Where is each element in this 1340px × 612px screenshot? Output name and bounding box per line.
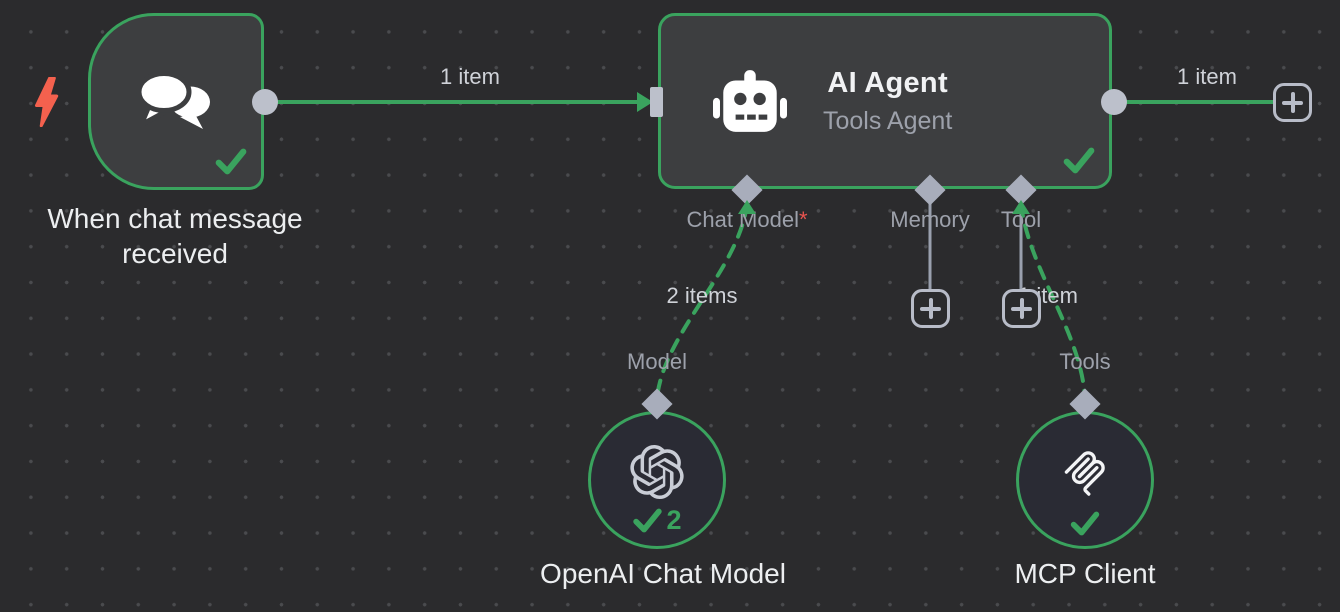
node-ai-agent[interactable]: AI Agent Tools Agent [658, 13, 1112, 189]
mcp-icon [1064, 451, 1105, 496]
lightning-icon [34, 77, 59, 127]
node-mcp-client[interactable] [1016, 411, 1154, 549]
port-label-chat-model-text: Chat Model [686, 207, 799, 232]
node-label-chat-trigger: When chat message received [47, 203, 303, 269]
port-label-memory: Memory [890, 207, 970, 232]
agent-text: AI Agent Tools Agent [823, 67, 952, 136]
plus-icon [1011, 298, 1032, 319]
run-count-badge: 2 [666, 505, 682, 535]
mcp-status [1070, 511, 1100, 536]
check-icon [1063, 147, 1095, 174]
node-openai-chat-model[interactable]: 2 [588, 411, 726, 549]
openai-status: 2 [632, 505, 682, 536]
connection-label-trigger-agent: 1 item [440, 64, 500, 89]
add-next-node-button[interactable] [1273, 83, 1312, 122]
check-icon [1070, 511, 1100, 536]
add-tool-button[interactable] [1002, 289, 1041, 328]
port-label-tool: Tool [1000, 207, 1042, 232]
port-label-model: Model [627, 349, 687, 374]
agent-title: AI Agent [827, 66, 948, 99]
node-label-openai: OpenAI Chat Model [540, 558, 786, 589]
agent-subtitle: Tools Agent [823, 106, 953, 135]
agent-input-port[interactable] [650, 87, 663, 117]
required-marker: * [798, 207, 808, 232]
robot-icon [713, 70, 787, 132]
agent-output-port[interactable] [1101, 89, 1127, 115]
chat-bubbles-icon [136, 70, 210, 129]
trigger-output-port[interactable] [252, 89, 278, 115]
openai-icon [630, 445, 684, 499]
check-icon [215, 148, 247, 175]
connection-label-agent-output: 1 item [1177, 64, 1237, 89]
check-icon [633, 508, 662, 533]
plus-icon [1282, 92, 1303, 113]
port-label-chat-model: Chat Model* [686, 207, 807, 233]
connection-label-chat-model: 2 items [666, 283, 738, 308]
port-label-tools: Tools [1059, 349, 1111, 374]
node-chat-trigger[interactable] [88, 13, 264, 190]
node-label-mcp: MCP Client [1014, 558, 1156, 589]
add-memory-button[interactable] [911, 289, 950, 328]
plus-icon [920, 298, 941, 319]
